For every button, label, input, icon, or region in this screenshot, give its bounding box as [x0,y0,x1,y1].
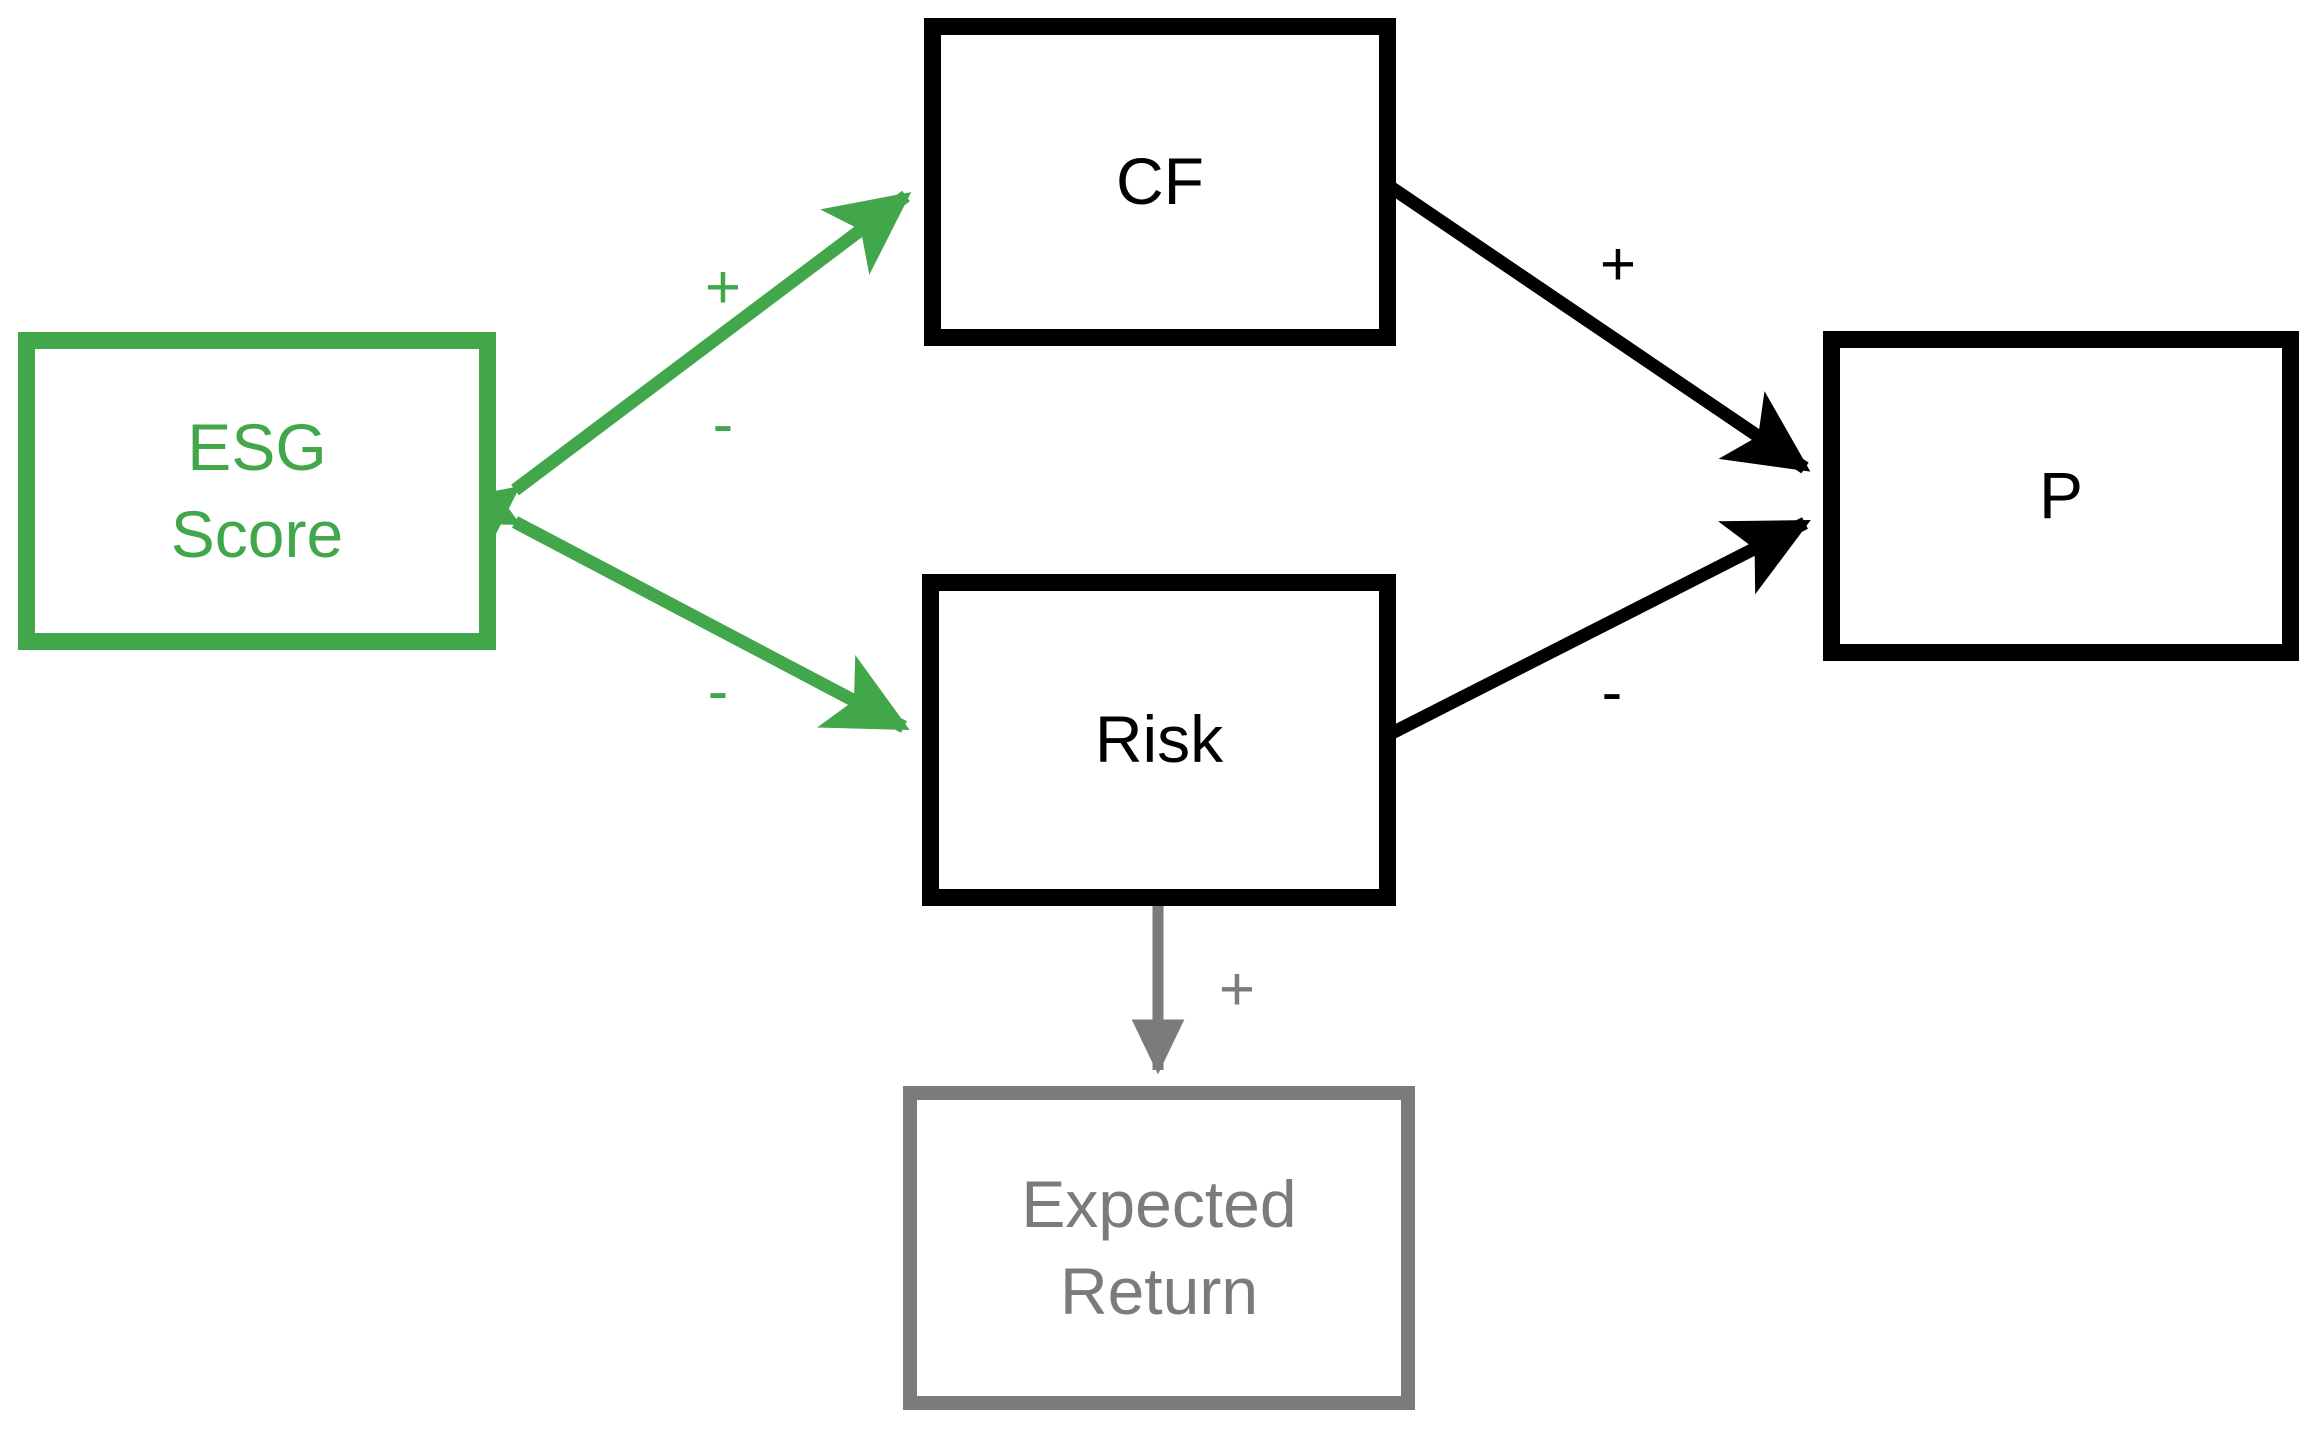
node-esg-score-label: ESG Score [170,409,344,571]
node-expected-return[interactable]: Expected Return [903,1086,1415,1410]
node-risk[interactable]: Risk [922,574,1396,906]
edge-label-esg-risk-minus: - [707,657,729,726]
edge-label-risk-p-minus: - [1601,658,1623,727]
edge-label-cf-p-plus: + [1599,230,1637,299]
edge-cf-p [1388,182,1811,474]
node-p[interactable]: P [1823,331,2299,661]
edge-label-risk-expected-return-plus: + [1218,955,1256,1024]
node-cf-label: CF [1116,144,1204,219]
node-expected-return-label: Expected Return [1021,1166,1297,1328]
edge-label-esg-cf-plus: + [704,253,742,322]
node-cf[interactable]: CF [924,18,1396,346]
node-p-label: P [2038,458,2084,533]
edge-risk-p [1389,517,1811,739]
node-risk-label: Risk [1094,702,1224,777]
edge-label-cf-esg-minus: - [712,390,734,459]
edge-esg-cf [429,190,912,569]
node-esg-score[interactable]: ESG Score [18,332,496,650]
